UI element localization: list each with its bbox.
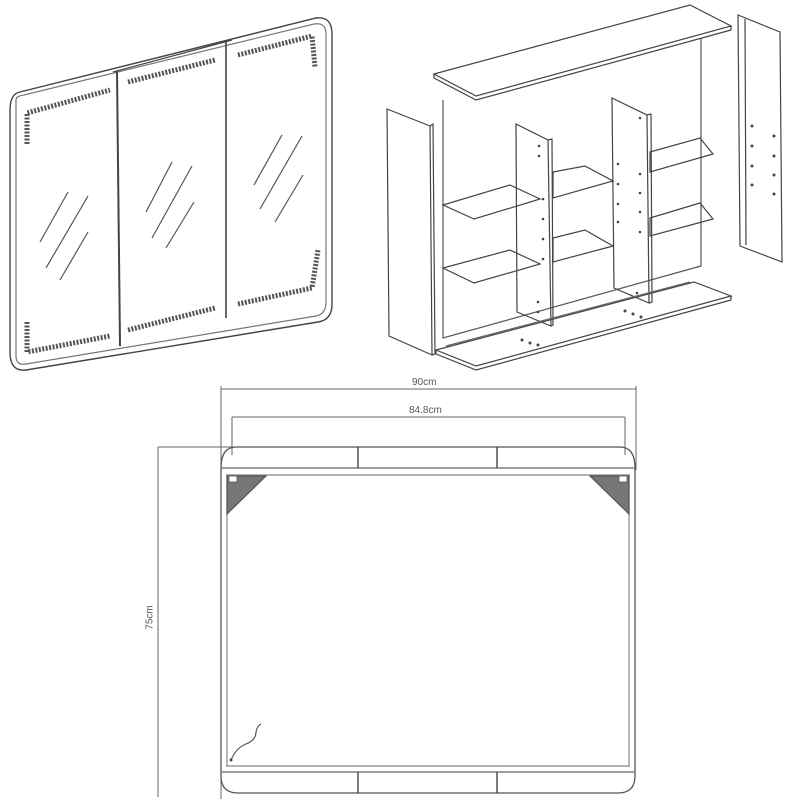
height-label: 75cm — [144, 605, 156, 630]
corner-bracket-icon — [226, 475, 630, 516]
bottom-panel — [434, 281, 733, 367]
back-panel — [442, 38, 702, 339]
top-panel — [432, 4, 733, 97]
power-cable-icon — [230, 723, 262, 761]
overall-width-label: 90cm — [412, 377, 437, 388]
left-side-panel — [386, 108, 433, 356]
led-strip-icon — [24, 32, 321, 356]
dimension-lines — [157, 386, 637, 799]
front-elevation — [157, 386, 637, 799]
inner-width-label: 84.8cm — [409, 405, 442, 416]
divider-left — [515, 123, 552, 327]
right-side-panel — [737, 14, 783, 263]
glass-reflection-icon — [39, 134, 304, 281]
exploded-view — [386, 4, 783, 371]
divider-right — [611, 97, 650, 304]
isometric-mirror-cabinet — [9, 17, 333, 371]
